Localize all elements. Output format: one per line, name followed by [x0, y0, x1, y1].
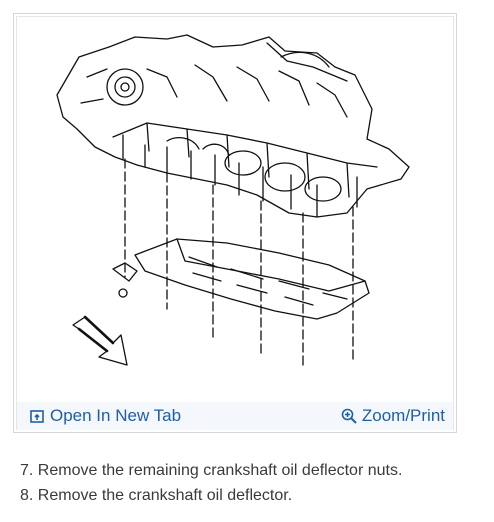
open-new-tab-icon — [29, 408, 45, 424]
instruction-step: 8. Remove the crankshaft oil deflector. — [20, 487, 293, 504]
zoom-print-label: Zoom/Print — [361, 406, 445, 425]
open-in-new-tab-label: Open In New Tab — [50, 406, 182, 425]
zoom-in-icon — [341, 408, 357, 424]
figure-card: Open In New Tab Zoom/Print — [13, 13, 457, 433]
zoom-print-button[interactable]: Zoom/Print — [341, 406, 445, 426]
instruction-step: 7. Remove the remaining crankshaft oil d… — [20, 462, 403, 479]
figure-toolbar: Open In New Tab Zoom/Print — [17, 402, 453, 430]
open-in-new-tab-button[interactable]: Open In New Tab — [29, 406, 181, 426]
instructions-list: 7. Remove the remaining crankshaft oil d… — [20, 458, 480, 508]
engine-diagram — [56, 34, 410, 368]
